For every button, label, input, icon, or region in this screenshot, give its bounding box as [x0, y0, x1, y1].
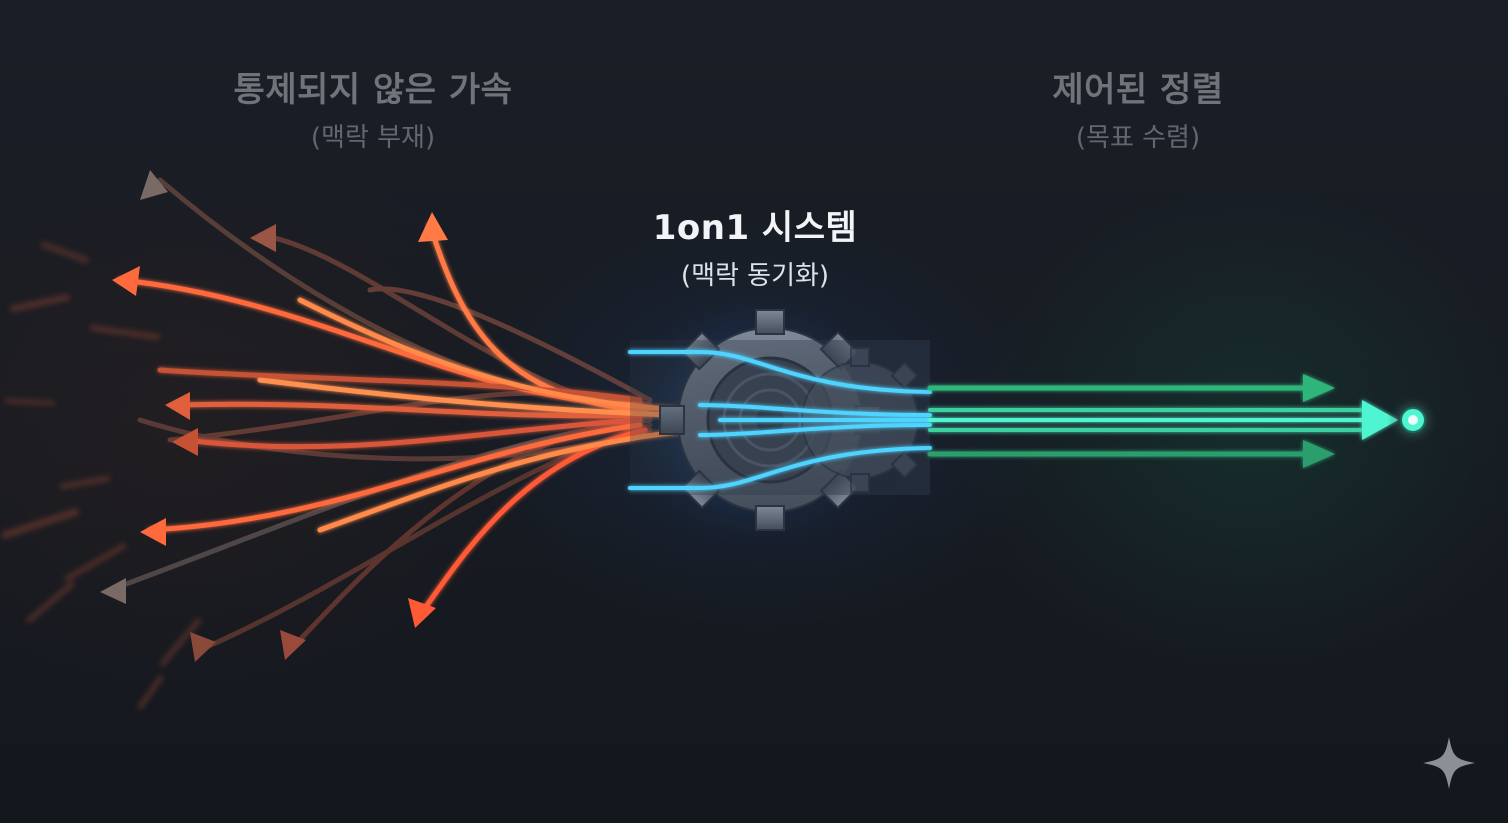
chaos-strand	[182, 417, 643, 450]
arrowhead	[250, 224, 276, 252]
arrowhead	[418, 212, 448, 242]
aligned-arrows	[927, 374, 1398, 468]
sync-stream	[628, 446, 932, 490]
chaos-strand	[157, 367, 643, 403]
arrowhead	[1362, 400, 1398, 440]
arrowhead	[140, 518, 166, 546]
sparkle-icon	[1423, 737, 1475, 789]
arrowhead	[408, 598, 436, 628]
chaos-strand	[172, 401, 643, 419]
arrowhead	[172, 428, 198, 456]
sync-stream	[698, 403, 932, 417]
arrowhead	[1303, 440, 1335, 468]
system-label: 1on1 시스템 (맥락 동기화)	[653, 200, 858, 292]
sync-stream	[698, 423, 932, 437]
arrowhead	[140, 170, 168, 200]
arrowhead	[100, 578, 126, 604]
chaos-debris	[1, 241, 202, 711]
arrowhead	[1303, 374, 1335, 402]
system-title: 1on1 시스템	[652, 208, 858, 248]
aligned-subtitle: (목표 수렴)	[1075, 123, 1201, 153]
arrowhead	[280, 630, 306, 660]
chaos-title: 통제되지 않은 가속	[233, 70, 513, 110]
system-subtitle: (맥락 동기화)	[680, 261, 830, 291]
sync-streams	[628, 350, 932, 490]
target-dot-icon	[1387, 394, 1439, 446]
aligned-label: 제어된 정렬 (목표 수렴)	[1052, 62, 1223, 154]
chaos-strand	[147, 422, 643, 533]
chaos-label: 통제되지 않은 가속 (맥락 부재)	[234, 62, 513, 154]
arrowhead	[190, 632, 216, 662]
arrowhead	[165, 392, 190, 420]
chaos-strands	[117, 222, 783, 618]
sync-stream	[628, 350, 932, 394]
arrowhead	[112, 266, 140, 296]
aligned-title: 제어된 정렬	[1052, 70, 1224, 110]
chaos-subtitle: (맥락 부재)	[310, 123, 436, 153]
